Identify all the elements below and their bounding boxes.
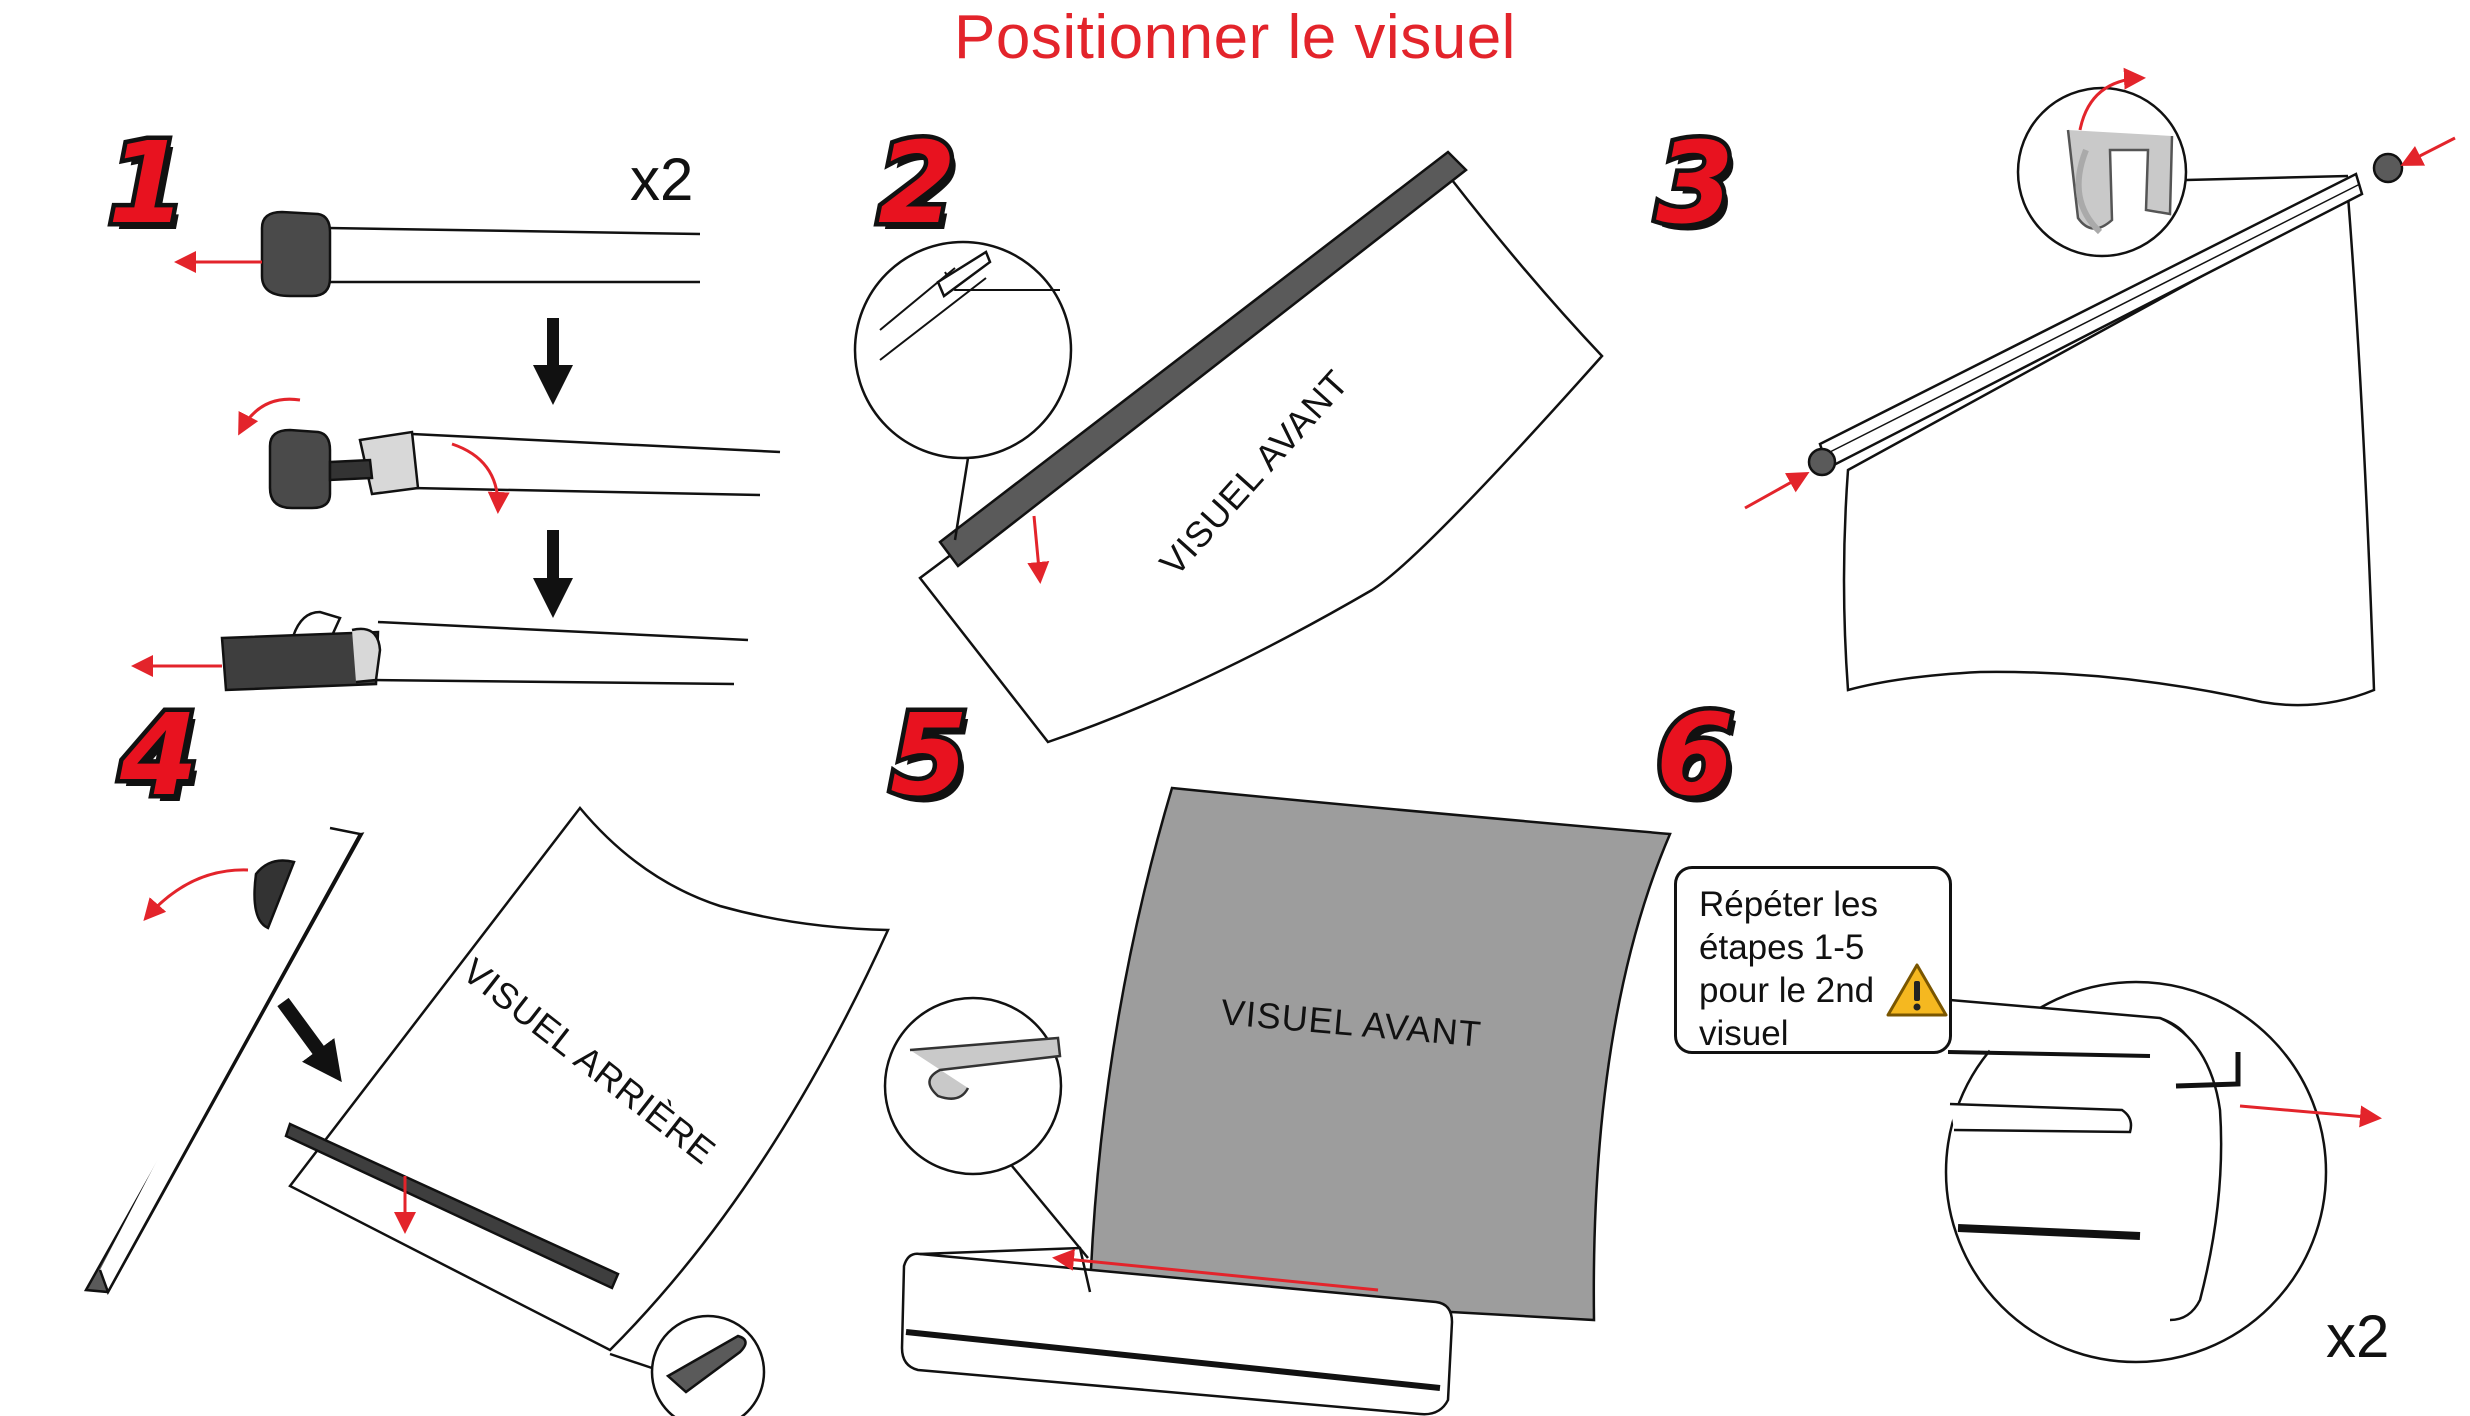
step5-slide-arrow: [1052, 1248, 1379, 1292]
step4-insert-arrow: [277, 997, 342, 1083]
step6-illustration: [1944, 980, 2382, 1364]
quantity-step1: x2: [630, 146, 694, 213]
step2-top-rail: [938, 150, 1468, 568]
step1-profile-middle: [238, 397, 781, 514]
repeat-note-text: Répéter les étapes 1-5 pour le 2nd visue…: [1699, 883, 1899, 1055]
note-line-2: étapes 1-5: [1699, 928, 1865, 967]
step3-visual-sheet: [1842, 193, 2376, 707]
step1-profile-top: [174, 210, 701, 298]
repeat-note: Répéter les étapes 1-5 pour le 2nd visue…: [1674, 866, 1952, 1054]
step1-profile-bottom: [131, 610, 749, 692]
step-number-1: 1: [104, 119, 191, 249]
step2-visual-sheet: [918, 178, 1604, 744]
step5-illustration: VISUEL AVANT: [883, 786, 1672, 1416]
step-number-2: 2: [874, 119, 961, 249]
step2-zoom-circle: [853, 240, 1073, 460]
step1-illustration: [131, 210, 781, 692]
step6-pull-arrow: [2239, 1104, 2382, 1128]
step-number-6: 6: [1652, 691, 1739, 821]
note-line-4: visuel: [1699, 1014, 1789, 1053]
warning-icon: [1886, 963, 1948, 1017]
step4-bottom-rail: [284, 1122, 620, 1290]
step-number-3: 3: [1652, 119, 1739, 249]
step-number-5: 5: [886, 691, 973, 821]
step5-visual-panel: [1088, 786, 1672, 1322]
quantity-step6: x2: [2326, 1303, 2390, 1370]
step2-illustration: VISUEL AVANT: [853, 150, 1604, 744]
step-number-4: 4: [116, 691, 203, 821]
note-line-1: Répéter les: [1699, 885, 1878, 924]
step4-visual-sheet: [288, 805, 890, 1352]
step4-illustration: VISUEL ARRIÈRE: [83, 805, 890, 1416]
note-line-3: pour le 2nd: [1699, 971, 1875, 1010]
page-title: Positionner le visuel: [954, 3, 1516, 72]
step3-illustration: [1744, 67, 2456, 707]
step5-zoom-circle: [883, 996, 1063, 1176]
